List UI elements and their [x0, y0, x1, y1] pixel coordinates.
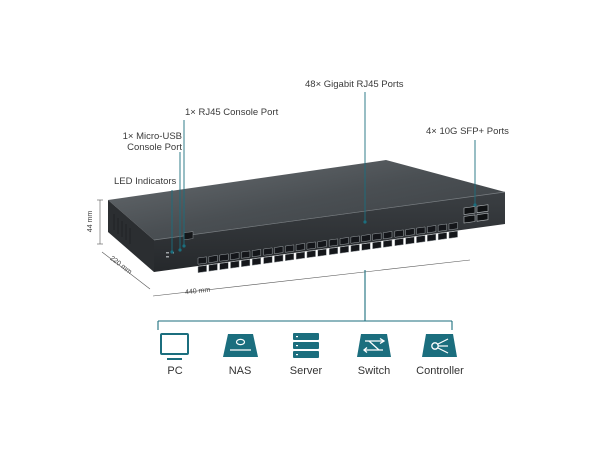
label-usb-console-port: 1× Micro-USB Console Port	[123, 131, 182, 153]
rj45-port	[285, 244, 295, 253]
rj45-port	[405, 228, 415, 237]
rj45-port	[306, 241, 316, 250]
rj45-port	[416, 226, 426, 235]
sfp-port-array	[463, 204, 489, 224]
rj45-port	[197, 265, 207, 273]
rj45-port	[437, 232, 447, 241]
rj45-port	[251, 257, 262, 266]
nas-icon	[223, 334, 258, 357]
controller-icon	[422, 334, 457, 357]
rj45-port	[295, 251, 305, 260]
rj45-port	[339, 237, 349, 246]
sfp-port	[463, 214, 476, 224]
rj45-port	[241, 250, 251, 259]
sfp-port	[476, 212, 489, 222]
label-rj45-console-port: 1× RJ45 Console Port	[185, 107, 279, 118]
rj45-port	[372, 232, 382, 241]
rj45-port	[328, 247, 339, 256]
rj45-port	[339, 245, 349, 254]
chassis-top	[108, 160, 505, 240]
callout-dots	[170, 203, 477, 254]
rj45-port	[394, 238, 404, 247]
rj45-port	[350, 244, 360, 253]
rj45-port	[405, 236, 415, 245]
rj45-port	[437, 223, 447, 232]
rj45-port	[383, 231, 393, 240]
callout-lines	[171, 92, 476, 252]
device-label-pc: PC	[167, 365, 183, 377]
server-icon	[293, 333, 319, 358]
rj45-port	[350, 235, 360, 244]
label-usb-console-line2: Console Port	[127, 142, 182, 153]
rj45-port	[394, 229, 404, 238]
rj45-port	[448, 222, 458, 231]
rj45-port	[208, 263, 218, 272]
rj45-port	[317, 240, 327, 249]
rj45-port	[328, 238, 339, 247]
label-sfp-ports: 4× 10G SFP+ Ports	[426, 126, 509, 137]
device-label-switch: Switch	[357, 365, 391, 377]
rj45-port	[361, 242, 371, 251]
dim-height-label: 44 mm	[87, 210, 95, 233]
device-label-controller: Controller	[416, 365, 464, 377]
label-led-indicators: LED Indicators	[114, 176, 177, 187]
rj45-port	[241, 259, 251, 268]
rj45-port	[251, 249, 262, 258]
rj45-port	[263, 256, 273, 265]
rj45-port	[230, 252, 240, 261]
label-48-gigabit-ports: 48× Gigabit RJ45 Ports	[305, 79, 404, 90]
rj45-port	[372, 241, 382, 250]
pc-icon	[160, 333, 189, 360]
rj45-port-array	[197, 222, 458, 273]
rj45-port	[219, 253, 229, 262]
rj45-port	[427, 225, 437, 234]
rj45-port	[285, 253, 295, 262]
rj45-port	[295, 243, 305, 252]
rj45-port	[427, 233, 437, 242]
sfp-port	[463, 206, 476, 215]
rj45-port	[383, 239, 393, 248]
rj45-port	[416, 235, 426, 244]
device-label-nas: NAS	[228, 365, 252, 377]
rj45-port	[197, 256, 207, 265]
rj45-port	[274, 254, 284, 263]
rj45-port	[219, 262, 229, 271]
sfp-port	[476, 204, 489, 214]
rj45-port	[317, 248, 327, 257]
rj45-port	[306, 250, 316, 259]
rj45-port	[263, 247, 273, 256]
rj45-port	[361, 234, 371, 243]
dimension-lines	[97, 199, 471, 297]
rj45-port	[448, 230, 458, 239]
rj45-port	[208, 255, 218, 264]
rj45-port	[274, 246, 284, 255]
device-label-server: Server	[289, 365, 323, 377]
rj45-port	[230, 260, 240, 269]
connection-tree	[157, 270, 453, 330]
chassis-side	[108, 200, 154, 272]
switch-icon	[357, 334, 391, 357]
label-usb-console-line1: 1× Micro-USB	[122, 131, 182, 142]
console-rj45-port	[183, 231, 194, 241]
